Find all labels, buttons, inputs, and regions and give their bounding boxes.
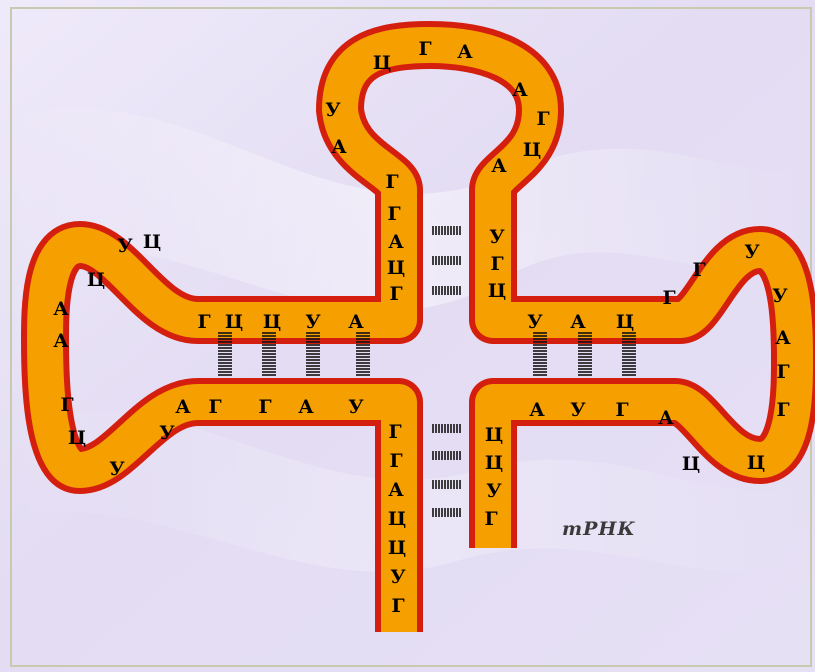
nucleotide-anticodon-loop-right-side-3: А (491, 155, 507, 177)
bond-t-arm-2 (622, 333, 636, 375)
nucleotide-t-arm-loop-7: Ц (682, 453, 700, 475)
nucleotide-d-arm-upper-1: Ц (225, 311, 243, 333)
nucleotide-t-arm-lower-0: А (529, 399, 545, 421)
nucleotide-d-arm-loop-2: Ц (87, 269, 105, 291)
nucleotide-t-arm-loop-8: А (658, 407, 674, 429)
nucleotide-d-arm-lower-4: У (348, 396, 364, 418)
nucleotide-acceptor-stem-right-0: Ц (485, 424, 503, 446)
bond-t-arm-1 (578, 333, 592, 375)
nucleotide-acceptor-stem-left-4: Ц (388, 537, 406, 559)
nucleotide-d-arm-loop-3: А (53, 298, 69, 320)
nucleotide-d-arm-upper-3: У (305, 311, 321, 333)
bond-d-arm-0 (218, 333, 232, 375)
nucleotide-anticodon-loop-right-side-2: Ц (523, 139, 541, 161)
nucleotide-acceptor-stem-left-6: Г (391, 595, 404, 617)
nucleotide-anticodon-loop-top-1: Г (418, 38, 431, 60)
nucleotide-d-arm-upper-2: Ц (263, 311, 281, 333)
bond-d-arm-1 (262, 333, 276, 375)
nucleotide-acceptor-stem-left-1: Г (389, 450, 402, 472)
nucleotide-anticodon-stem-left-1: А (388, 231, 404, 253)
nucleotide-d-arm-loop-1: У (117, 235, 133, 257)
nucleotide-anticodon-stem-right-0: У (489, 226, 505, 248)
nucleotide-t-arm-loop-6: Ц (747, 452, 765, 474)
nucleotide-d-arm-lower-1: Г (208, 396, 221, 418)
nucleotide-anticodon-loop-top-0: Ц (373, 52, 391, 74)
bond-d-arm-3 (356, 333, 370, 375)
nucleotide-t-arm-loop-1: У (744, 241, 760, 263)
nucleotide-d-arm-loop-4: А (53, 330, 69, 352)
nucleotide-d-arm-lower-3: А (298, 396, 314, 418)
nucleotide-t-arm-loop-5: Г (776, 399, 789, 421)
nucleotide-t-arm-upper-2: Ц (616, 311, 634, 333)
nucleotide-anticodon-loop-right-side-1: Г (536, 108, 549, 130)
nucleotide-t-arm-upper-1: А (570, 311, 586, 333)
nucleotide-d-arm-loop-7: У (109, 458, 125, 480)
nucleotide-anticodon-stem-right-1: Г (490, 253, 503, 275)
nucleotide-acceptor-stem-left-3: Ц (388, 508, 406, 530)
nucleotide-d-arm-loop-5: Г (60, 394, 73, 416)
nucleotide-anticodon-loop-top-2: А (457, 41, 473, 63)
nucleotide-anticodon-stem-left-3: Г (389, 283, 402, 305)
nucleotide-d-arm-lower-0: А (175, 396, 191, 418)
nucleotide-anticodon-stem-left-2: Ц (387, 257, 405, 279)
nucleotide-t-arm-loop-0: Г (692, 259, 705, 281)
nucleotide-acceptor-stem-right-3: Г (484, 508, 497, 530)
nucleotide-t-arm-lower-2: Г (615, 399, 628, 421)
nucleotide-anticodon-stem-right-2: Ц (488, 280, 506, 302)
molecule-label: тРНК (562, 518, 636, 540)
nucleotide-anticodon-stem-left-0: Г (387, 203, 400, 225)
nucleotide-anticodon-loop-right-side-0: А (512, 79, 528, 101)
nucleotide-acceptor-stem-right-2: У (486, 480, 502, 502)
nucleotide-acceptor-stem-left-0: Г (388, 421, 401, 443)
nucleotide-anticodon-loop-left-side-0: Г (385, 171, 398, 193)
nucleotide-d-arm-loop-8: У (159, 422, 175, 444)
nucleotide-d-arm-loop-6: Ц (68, 427, 86, 449)
nucleotide-t-arm-loop-4: Г (776, 361, 789, 383)
nucleotide-d-arm-lower-2: Г (258, 396, 271, 418)
nucleotide-acceptor-stem-right-1: Ц (485, 452, 503, 474)
bond-d-arm-2 (306, 333, 320, 375)
nucleotide-t-arm-loop-2: У (772, 285, 788, 307)
nucleotide-anticodon-loop-left-side-1: А (331, 136, 347, 158)
nucleotide-t-arm-lower-1: У (570, 399, 586, 421)
nucleotide-acceptor-stem-left-2: А (388, 479, 404, 501)
nucleotide-d-arm-loop-0: Ц (143, 231, 161, 253)
nucleotide-t-arm-loop-3: А (775, 327, 791, 349)
nucleotide-acceptor-stem-left-5: У (390, 566, 406, 588)
nucleotide-d-arm-upper-4: А (348, 311, 364, 333)
nucleotide-t-arm-upper-0: У (527, 311, 543, 333)
nucleotide-d-arm-upper-0: Г (197, 311, 210, 333)
nucleotide-t-arm-upper-3: Г (662, 287, 675, 309)
bond-t-arm-0 (533, 333, 547, 375)
nucleotide-anticodon-loop-left-side-2: У (325, 99, 341, 121)
